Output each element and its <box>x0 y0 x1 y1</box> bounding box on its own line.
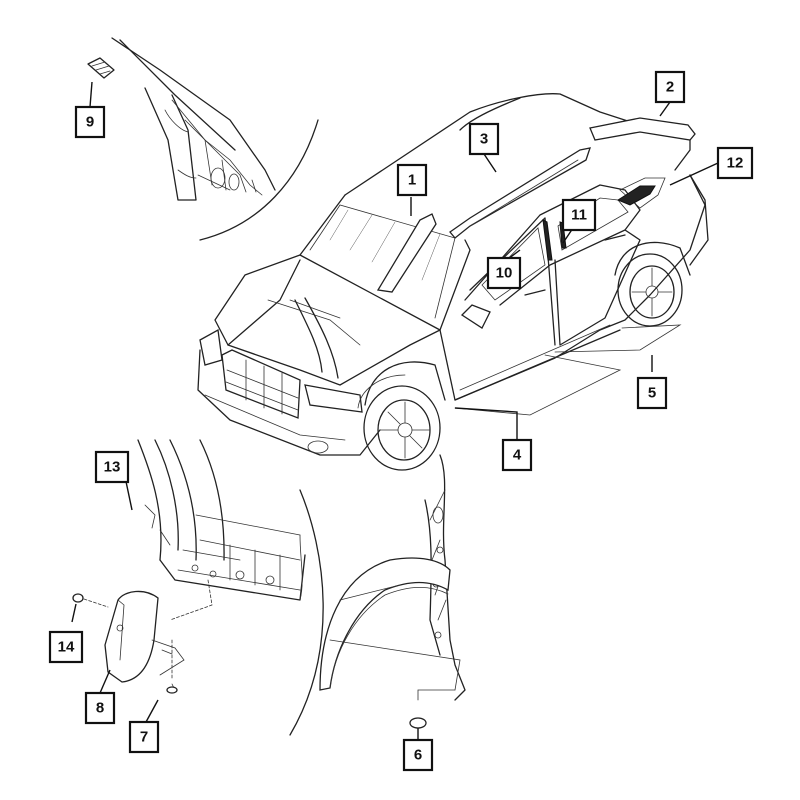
push-pin-part-6 <box>409 717 427 729</box>
callout-label: 10 <box>496 265 513 282</box>
callout-label: 5 <box>648 385 656 402</box>
callout-12: 12 <box>716 146 754 180</box>
callout-1: 1 <box>396 163 428 197</box>
callout-8: 8 <box>84 691 116 725</box>
callout-label: 11 <box>571 207 587 224</box>
screw-part-14 <box>72 593 109 608</box>
callout-13: 13 <box>94 450 130 484</box>
callout-label: 13 <box>104 459 121 476</box>
callout-6: 6 <box>402 738 434 772</box>
callout-2: 2 <box>654 70 686 104</box>
callout-7: 7 <box>128 720 160 754</box>
callout-label: 14 <box>58 639 75 656</box>
callout-9: 9 <box>74 105 106 139</box>
inset-mud-flap <box>72 439 306 694</box>
callout-5: 5 <box>636 376 668 410</box>
callout-4: 4 <box>501 438 533 472</box>
callout-label: 4 <box>513 447 522 464</box>
inset-fender-flare <box>289 454 466 736</box>
callout-label: 1 <box>408 172 416 189</box>
bracket-part-9 <box>87 57 115 79</box>
screw-part-7 <box>166 639 178 694</box>
callout-14: 14 <box>48 630 84 664</box>
callout-label: 8 <box>96 700 104 717</box>
callout-11: 11 <box>561 198 597 232</box>
callout-label: 9 <box>86 114 94 131</box>
callout-label: 12 <box>727 155 744 172</box>
vehicle-illustration <box>197 93 709 471</box>
callout-label: 3 <box>480 131 488 148</box>
callout-label: 7 <box>140 729 148 746</box>
leader-lines <box>71 81 719 740</box>
callout-10: 10 <box>486 256 522 290</box>
callout-label: 6 <box>414 747 422 764</box>
callout-label: 2 <box>666 79 674 96</box>
callout-3: 3 <box>468 122 500 156</box>
mud-flap-part-8 <box>104 590 185 683</box>
inset-roof-pillar <box>87 37 319 241</box>
